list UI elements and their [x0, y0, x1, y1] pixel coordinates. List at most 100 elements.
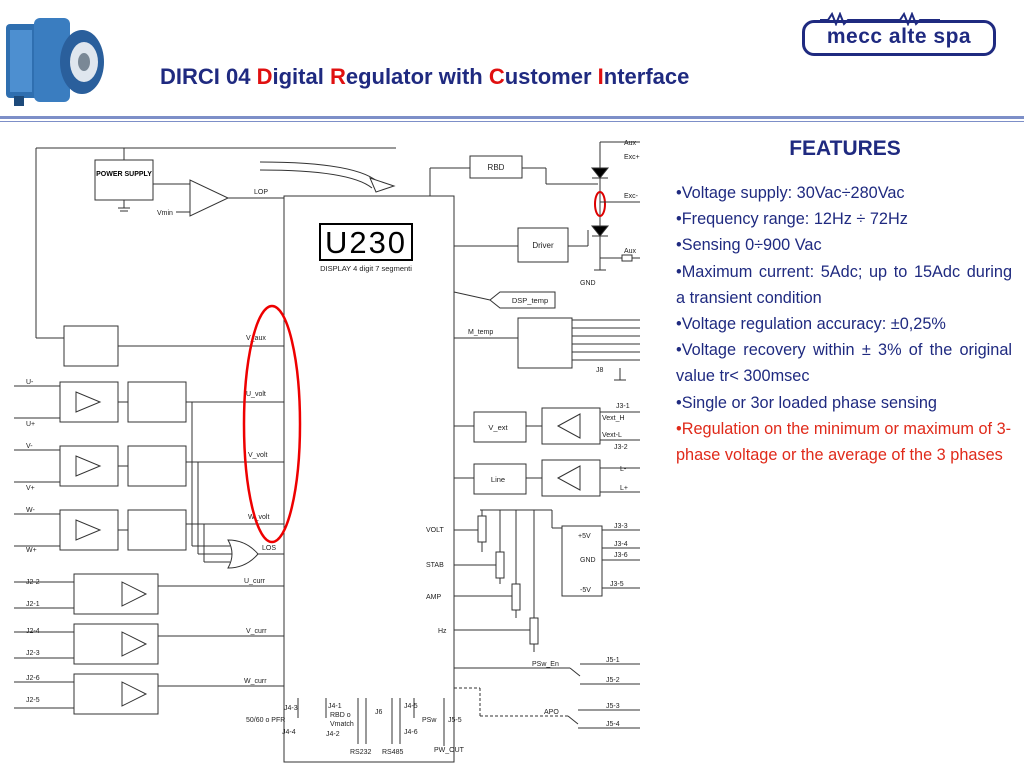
terminal-j5-2: J5-2: [606, 677, 620, 684]
title-part: R: [329, 64, 346, 89]
u-curr-label: U_curr: [244, 578, 266, 585]
terminal-exc-plus: Exc+: [624, 154, 640, 161]
current-v: [73, 623, 284, 665]
u-volt-label: U_volt: [246, 391, 266, 398]
header-rule: [0, 116, 1024, 119]
terminal-u-minus: U-: [26, 379, 34, 386]
terminal-u-plus: U+: [26, 421, 35, 428]
feature-item: Single or 3or loaded phase sensing: [676, 390, 1012, 416]
company-logo: mecc alte spa: [802, 20, 996, 56]
terminal-vext-h: Vext_H: [602, 415, 625, 422]
rbd-block: [469, 155, 523, 179]
bottom-rs232: RS232: [350, 749, 372, 756]
bottom-rbd-o: RBD o: [330, 712, 351, 719]
bottom-pw-out: PW_OUT: [434, 747, 465, 754]
page-title: DIRCI 04 Digital Regulator with Customer…: [160, 64, 860, 90]
bottom-j4-5: J4-5: [404, 703, 418, 710]
terminal-j2-1: J2-1: [26, 601, 40, 608]
terminal-w-plus: W+: [26, 547, 37, 554]
power-supply-label: POWER SUPPLY: [96, 171, 152, 178]
lop-label: LOP: [254, 189, 268, 196]
feature-item: Sensing 0÷900 Vac: [676, 232, 1012, 258]
terminal-j3-2: J3-2: [614, 444, 628, 451]
terminal-plus5v: +5V: [578, 533, 591, 540]
bottom-j4-2: J4-2: [326, 731, 340, 738]
highlight-ellipse: [242, 304, 302, 544]
driver-label: Driver: [532, 241, 554, 250]
title-part: igital: [272, 64, 330, 89]
logo-text: mecc alte spa: [826, 25, 972, 48]
terminal-vext-l: Vext-L: [602, 432, 622, 439]
title-part: D: [256, 64, 273, 89]
apo-label: APO: [544, 709, 559, 716]
bottom-psw: PSw: [422, 717, 437, 724]
terminal-gnd2: GND: [580, 557, 596, 564]
display: [319, 223, 413, 261]
feature-item: Voltage supply: 30Vac÷280Vac: [676, 180, 1012, 206]
display-digits: U230: [325, 225, 407, 260]
m-temp-label: M_temp: [468, 329, 493, 336]
terminal-l-minus: L-: [620, 466, 627, 473]
controller-block: [283, 195, 455, 763]
title-part: ustomer: [504, 64, 598, 89]
terminal-j2-5: J2-5: [26, 697, 40, 704]
terminal-j5-3: J5-3: [606, 703, 620, 710]
driver-block: [517, 227, 569, 263]
terminal-minus5v: -5V: [580, 587, 591, 594]
terminal-aux-top: Aux: [624, 140, 637, 147]
terminal-v-minus: V-: [26, 443, 33, 450]
bottom-j4-4: J4-4: [282, 729, 296, 736]
bottom-j6: J6: [375, 709, 383, 716]
bottom-vmatch: Vmatch: [330, 721, 354, 728]
title-part: DIRCI 04: [160, 64, 257, 89]
terminal-aux-bottom: Aux: [624, 248, 637, 255]
bottom-j5-5: J5-5: [448, 717, 462, 724]
terminal-j2-2: J2-2: [26, 579, 40, 586]
terminal-j2-3: J2-3: [26, 650, 40, 657]
terminal-gnd: GND: [580, 280, 596, 287]
rbd-label: RBD: [488, 163, 505, 172]
v-volt-label: V_volt: [248, 452, 268, 459]
terminal-j5-4: J5-4: [606, 721, 620, 728]
vmin-label: Vmin: [157, 210, 173, 217]
v-ext-block: [473, 411, 527, 443]
terminal-l-plus: L+: [620, 485, 628, 492]
v-aux-label: V_aux: [246, 335, 266, 342]
line-block: [473, 463, 527, 495]
features-list: Voltage supply: 30Vac÷280VacFrequency ra…: [676, 180, 1012, 468]
bottom-j4-1: J4-1: [328, 703, 342, 710]
w-curr-label: W_curr: [244, 678, 267, 685]
terminal-j5-1: J5-1: [606, 657, 620, 664]
terminal-j3-1: J3-1: [616, 403, 630, 410]
volt-label: VOLT: [426, 527, 444, 534]
terminal-j3-5: J3-5: [610, 581, 624, 588]
title-part: nterface: [603, 64, 690, 89]
current-w: [73, 673, 284, 715]
feature-item: Maximum current: 5Adc; up to 15Adc durin…: [676, 259, 1012, 311]
feature-item: Voltage recovery within ± 3% of the orig…: [676, 337, 1012, 389]
current-u: [73, 573, 284, 615]
bottom-pfr: 50/60 o PFR: [246, 717, 285, 724]
terminal-j3-3: J3-3: [614, 523, 628, 530]
line-label: Line: [491, 475, 505, 484]
phase-v-sensing: [59, 445, 284, 487]
block-diagram: U230 DISPLAY 4 digit 7 segmenti POWER SU…: [14, 140, 640, 763]
terminal-j3-6: J3-6: [614, 552, 628, 559]
terminal-exc-minus: Exc-: [624, 193, 639, 200]
title-part: egulator with: [345, 64, 489, 89]
terminal-j2-6: J2-6: [26, 675, 40, 682]
bottom-j4-6: J4-6: [404, 729, 418, 736]
terminal-j8: J8: [596, 367, 604, 374]
terminal-j3-4: J3-4: [614, 541, 628, 548]
feature-item: Regulation on the minimum or maximum of …: [676, 416, 1012, 468]
title-part: I: [597, 64, 604, 89]
bottom-j4-3: J4-3: [284, 705, 298, 712]
display-caption: DISPLAY 4 digit 7 segmenti: [320, 264, 412, 273]
hz-label: Hz: [438, 628, 447, 635]
feature-item: Frequency range: 12Hz ÷ 72Hz: [676, 206, 1012, 232]
stab-label: STAB: [426, 562, 444, 569]
generator-image: [6, 18, 104, 106]
title-part: C: [488, 64, 505, 89]
los-label: LOS: [262, 545, 276, 552]
phase-w-sensing: [59, 509, 284, 551]
